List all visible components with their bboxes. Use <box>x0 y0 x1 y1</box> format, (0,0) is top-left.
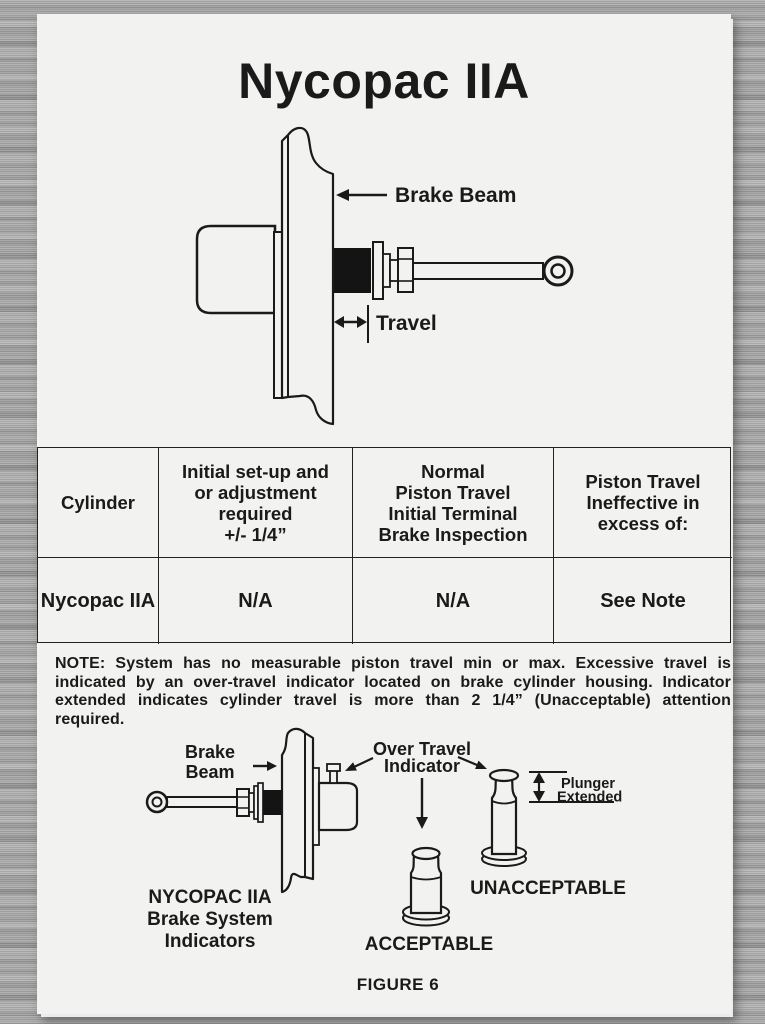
travel-label: Travel <box>376 312 437 335</box>
plunger-extended-label-line1: Plunger <box>561 776 615 792</box>
rod-eyelet <box>145 790 169 814</box>
spec-table: Cylinder Initial set-up and or adjustmen… <box>37 447 732 644</box>
right-arrowhead-icon <box>267 761 277 771</box>
row-cell-initial-setup: N/A <box>159 558 353 644</box>
push-rod <box>166 796 239 808</box>
callout-line <box>457 755 478 767</box>
document-page: Nycopac IIA <box>37 14 732 1014</box>
down-arrowhead-icon <box>533 791 545 802</box>
brake-beam-label-line2: Beam <box>185 762 234 782</box>
washer <box>257 782 264 823</box>
piston-boot-black-block <box>263 790 283 815</box>
header-cell-ineffective: Piston Travel Ineffective in excess of: <box>554 448 732 558</box>
row-cell-cylinder-name: Nycopac IIA <box>38 558 159 644</box>
row-cell-normal-travel: N/A <box>353 558 554 644</box>
left-arrowhead-icon <box>334 316 344 328</box>
over-travel-indicator-diagram: Brake Beam Over Travel Indicator ACCEPTA… <box>145 727 626 955</box>
brake-beam-label-line1: Brake <box>185 742 235 762</box>
brake-beam-shape <box>280 727 315 894</box>
brake-beam-callout: Brake Beam <box>185 742 277 782</box>
push-rod-assembly <box>145 782 264 823</box>
system-label-line1: NYCOPAC IIA <box>148 887 271 908</box>
unacceptable-label: UNACCEPTABLE <box>470 878 626 899</box>
rod-eyelet <box>542 255 574 287</box>
brake-cylinder-travel-diagram: Brake Beam Travel <box>195 126 574 426</box>
unacceptable-plunger-shape <box>481 768 527 867</box>
down-arrowhead-icon <box>416 817 428 829</box>
over-travel-label-line2: Indicator <box>384 756 460 776</box>
right-arrowhead-icon <box>357 316 367 328</box>
acceptable-plunger-shape <box>402 846 450 927</box>
page-title: Nycopac IIA <box>238 53 530 109</box>
connector-sleeve <box>389 259 399 282</box>
indicator-pin <box>329 769 338 784</box>
note-text: NOTE: System has no measurable piston tr… <box>55 655 731 728</box>
cylinder-body-shape <box>195 224 277 315</box>
over-travel-callout: Over Travel Indicator <box>345 739 487 829</box>
plunger-extended-dimension: Plunger Extended <box>529 771 622 806</box>
cylinder-body-shape <box>317 763 359 832</box>
connector-ring <box>382 253 391 288</box>
push-rod-assembly <box>372 241 574 300</box>
push-rod <box>412 262 544 280</box>
system-label-line3: Indicators <box>165 931 256 952</box>
row-cell-ineffective: See Note <box>600 589 686 612</box>
plunger-extended-label-line2: Extended <box>557 790 622 806</box>
brake-beam-label: Brake Beam <box>395 184 516 207</box>
system-label-line2: Brake System <box>147 909 273 930</box>
left-arrowhead-icon <box>336 189 349 201</box>
left-arrowhead-icon <box>345 762 357 771</box>
right-arrowhead-icon <box>475 760 487 769</box>
brake-beam-callout: Brake Beam <box>336 184 516 207</box>
header-cell-cylinder: Cylinder <box>38 448 159 558</box>
washer <box>372 241 384 300</box>
travel-dimension: Travel <box>334 305 437 343</box>
header-cell-normal-travel: Normal Piston Travel Initial Terminal Br… <box>353 448 554 558</box>
header-cell-initial-setup: Initial set-up and or adjustment require… <box>159 448 353 558</box>
callout-line <box>353 757 374 768</box>
brake-beam-shape <box>280 126 335 426</box>
piston-boot-black-block <box>334 248 371 293</box>
over-travel-label-line1: Over Travel <box>373 739 471 759</box>
adjusting-nut <box>397 247 414 293</box>
system-indicators-caption: NYCOPAC IIA Brake System Indicators <box>147 887 273 952</box>
adjusting-nut <box>236 788 250 817</box>
up-arrowhead-icon <box>533 772 545 783</box>
indicator-pin-cap <box>326 763 341 772</box>
flange-plate <box>273 231 283 399</box>
figure-caption: FIGURE 6 <box>356 975 440 994</box>
acceptable-label: ACCEPTABLE <box>365 934 493 955</box>
